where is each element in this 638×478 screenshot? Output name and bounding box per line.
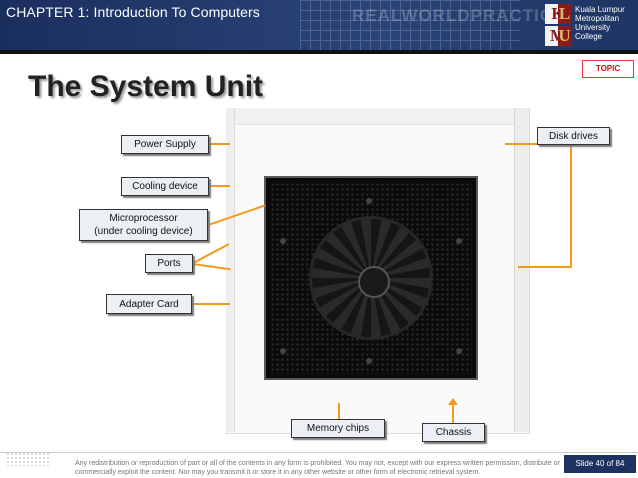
connector-cooling-device [210,185,230,187]
connector-memory-chips [338,403,340,420]
label-microprocessor-line2: (under cooling device) [94,226,193,237]
logo-line: College [575,32,603,41]
screw [456,348,462,354]
logo-line: Kuala Lumpur [575,5,625,14]
header-divider [0,50,638,54]
case-right-edge [514,108,529,432]
connector-chassis [452,403,454,423]
label-microprocessor: Microprocessor (under cooling device) [79,209,208,241]
label-cooling-device: Cooling device [121,177,209,196]
header-banner: CHAPTER 1: Introduction To Computers REA… [0,0,638,50]
topic-button[interactable]: TOPIC [582,60,634,78]
case-fan [309,216,433,340]
screw [366,358,372,364]
screw [366,198,372,204]
label-disk-drives: Disk drives [537,127,610,145]
label-power-supply: Power Supply [121,135,209,154]
chassis-arrow-icon [448,398,458,405]
label-chassis: Chassis [422,423,485,442]
logo-letter-u: U [558,26,571,46]
label-memory-chips: Memory chips [291,419,385,438]
connector-disk-drives-bottom [518,266,572,268]
case-side-window [264,176,478,380]
connector-ports-1 [193,243,230,264]
footer-divider [0,452,638,453]
footer-decoration [6,452,50,466]
case-left-edge [226,108,235,432]
footer-disclaimer: Any redistribution or reproduction of pa… [75,460,560,476]
logo-line: University [575,23,611,32]
chapter-title: CHAPTER 1: Introduction To Computers [6,4,260,20]
label-microprocessor-line1: Microprocessor [109,213,178,224]
slide-number: Slide 40 of 84 [564,455,636,473]
logo-letter-l: L [558,4,571,24]
connector-disk-drives-vertical [570,143,572,268]
connector-power-supply [210,143,230,145]
label-adapter-card: Adapter Card [106,294,192,314]
screw [280,238,286,244]
screw [456,238,462,244]
logo-line: Metropolitan [575,14,620,23]
watermark-text: REALWORLDPRACTICE [352,6,566,25]
connector-ports-2 [192,263,231,271]
header-grid-pattern [300,0,520,50]
label-ports: Ports [145,254,193,273]
logo-text: Kuala Lumpur Metropolitan University Col… [575,5,625,41]
connector-adapter-card [192,303,230,305]
slide-title: The System Unit [28,70,264,103]
case-top-edge [226,108,528,125]
screw [280,348,286,354]
fan-hub [358,266,390,298]
